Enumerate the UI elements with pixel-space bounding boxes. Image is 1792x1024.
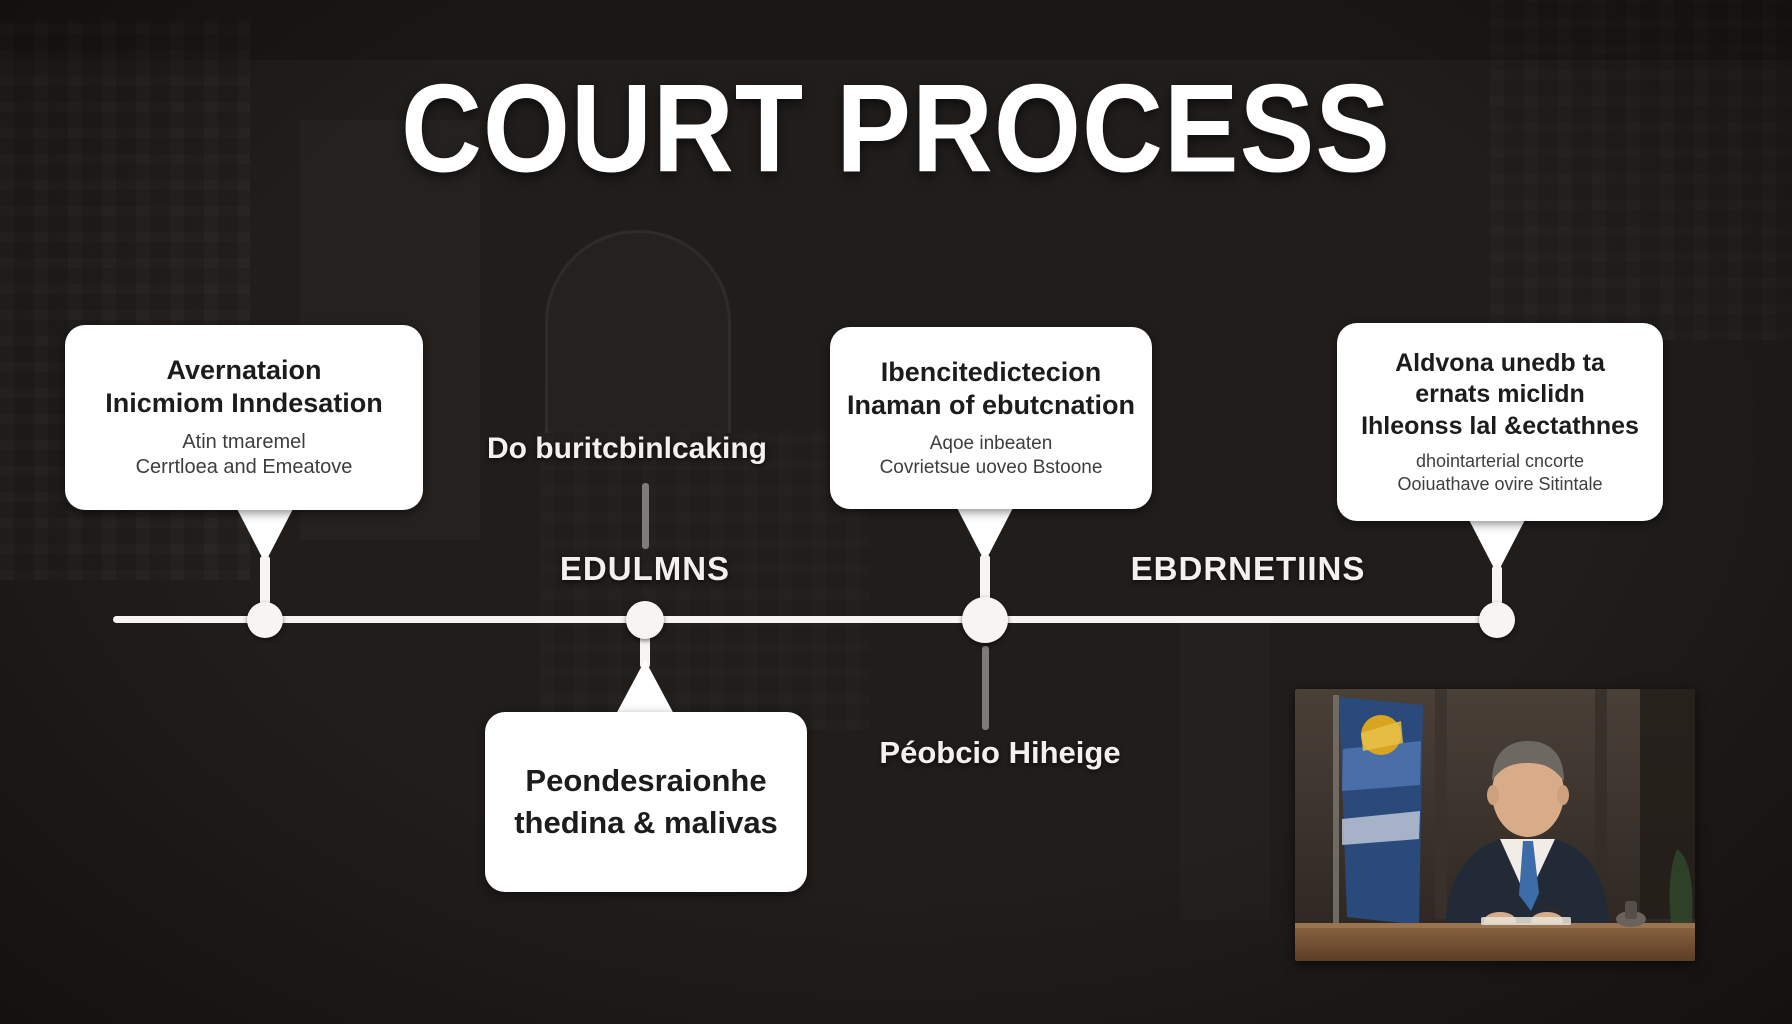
callout-subtitle-line: dhointarterial cncorte [1415, 450, 1585, 471]
callout-pointer-stage4 [1467, 516, 1527, 574]
callout-title: Aldvona unedb ta ernats miclidn Ihleonss… [1361, 348, 1639, 442]
callout-title: Avernataion Inicmiom Inndesation [105, 354, 383, 420]
stage2-upper-label: Do buritcbinlcaking [486, 432, 768, 465]
callout-box-stage4: Aldvona unedb ta ernats miclidn Ihleonss… [1337, 323, 1663, 521]
callout-stem-stage1 [260, 556, 270, 612]
callout-title-line: Ihleonss lal &ectathnes [1361, 411, 1639, 440]
callout-pointer-stage3 [955, 504, 1015, 562]
callout-title: Peondesraionhe thedina & malivas [514, 760, 778, 844]
callout-subtitle: dhointarterial cncorte Ooiuathave ovire … [1397, 450, 1602, 496]
timeline-dot-3 [962, 597, 1008, 643]
callout-box-stage3: Ibencitedictecion Inaman of ebutcnation … [830, 327, 1152, 509]
callout-box-stage2-bottom: Peondesraionhe thedina & malivas [485, 712, 807, 892]
plant-graphic [1669, 849, 1693, 939]
callout-stem-stage2 [640, 634, 650, 668]
stage3-lower-label: Péobcio Hiheige [879, 735, 1121, 770]
callout-subtitle-line: Atin tmaremel [182, 430, 306, 453]
callout-title-line: Inaman of ebutcnation [846, 389, 1135, 420]
callout-box-stage1: Avernataion Inicmiom Inndesation Atin tm… [65, 325, 423, 510]
callout-title-line: Ibencitedictecion [880, 356, 1102, 387]
official-photo-graphic [1295, 689, 1695, 961]
stage4-name-label: EBDRNETIINS [1130, 550, 1366, 587]
callout-title: Ibencitedictecion Inaman of ebutcnation [847, 356, 1135, 422]
page-title: COURT PROCESS [401, 58, 1391, 199]
flag-graphic [1333, 695, 1423, 925]
callout-pointer-stage2 [615, 660, 675, 716]
callout-title-line: Inicmiom Inndesation [105, 387, 383, 418]
callout-pointer-stage1 [235, 505, 295, 563]
callout-subtitle: Atin tmaremel Cerrtloea and Emeatove [136, 430, 353, 481]
timeline-dot-4 [1479, 602, 1515, 638]
stage2-name-label: EDULMNS [559, 550, 731, 587]
callout-title-line: Peondesraionhe [525, 763, 767, 799]
callout-title-line: thedina & malivas [514, 805, 778, 840]
callout-subtitle-line: Aqoe inbeaten [929, 432, 1053, 454]
callout-stem-stage4 [1492, 566, 1502, 612]
callout-title-line: ernats miclidn [1415, 380, 1585, 409]
timeline-line [113, 616, 1513, 623]
callout-title-line: Avernataion [166, 354, 322, 385]
callout-stem-stage3 [980, 555, 990, 607]
callout-subtitle-line: Ooiuathave ovire Sitintale [1397, 473, 1603, 494]
callout-title-line: Aldvona unedb ta [1395, 349, 1605, 378]
connector-line-stage2 [642, 483, 649, 549]
person-figure [1445, 741, 1610, 930]
official-photo [1295, 689, 1695, 961]
callout-subtitle-line: Cerrtloea and Emeatove [135, 456, 353, 479]
timeline-dot-1 [247, 602, 283, 638]
desk-graphic [1295, 901, 1695, 961]
callout-subtitle: Aqoe inbeaten Covrietsue uoveo Bstoone [880, 432, 1103, 481]
timeline-dot-2 [626, 601, 664, 639]
connector-line-stage3 [982, 646, 989, 730]
callout-subtitle-line: Covrietsue uoveo Bstoone [879, 456, 1103, 478]
